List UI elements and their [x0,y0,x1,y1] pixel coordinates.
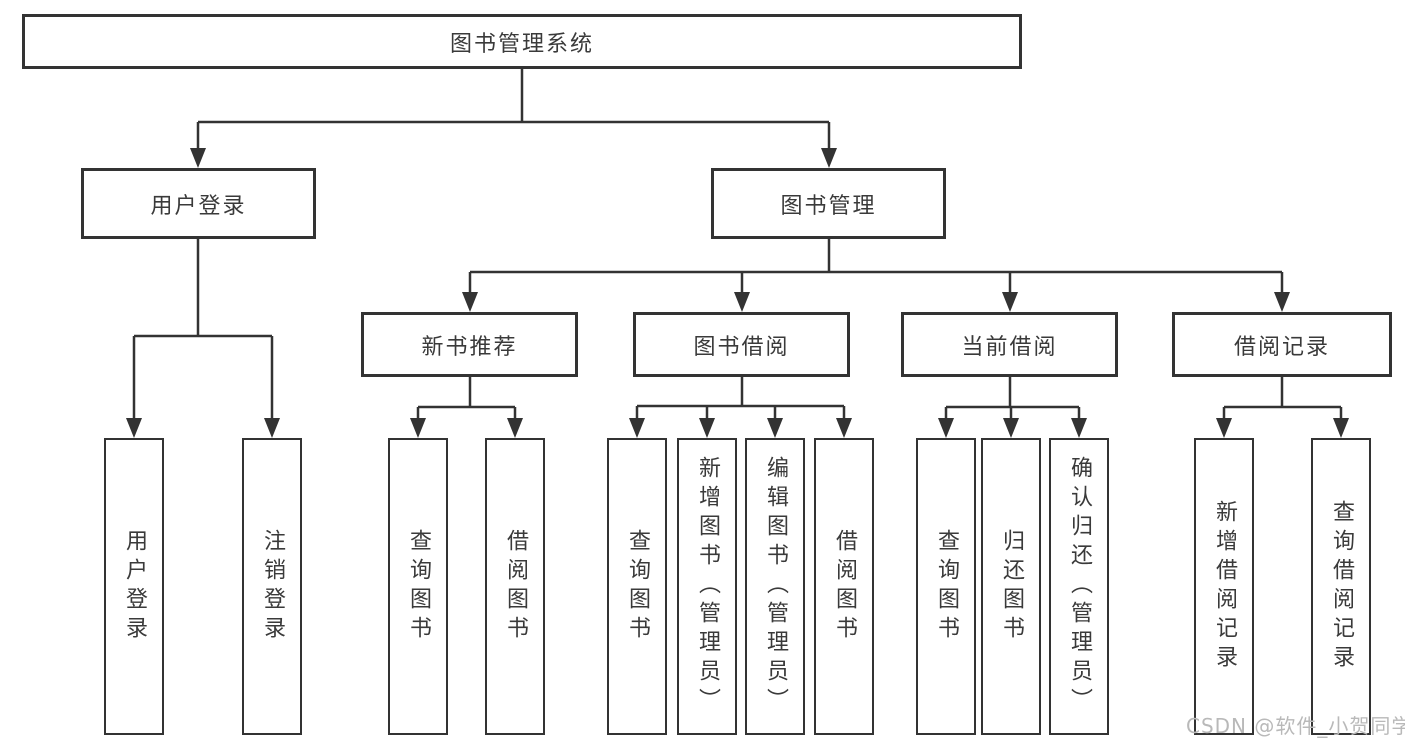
connector-book-borrow-to-leaves [635,377,846,420]
connector-user-login-to-leaves [132,239,274,420]
csdn-watermark: CSDN @软件_小贺同学 [1186,714,1405,738]
connector-current-borrow-to-leaves [944,377,1081,420]
connector-root-to-level2 [196,68,831,150]
node-library-management-system: 图书管理系统 [22,14,1022,69]
arrowhead [1002,292,1018,312]
node-book-borrow: 图书借阅 [633,312,850,377]
node-current-borrow: 当前借阅 [901,312,1118,377]
leaf-label: 查询图书 [406,528,431,645]
node-label: 用户登录 [150,193,247,219]
arrowhead [410,418,426,438]
leaf-label: 用户登录 [122,528,147,645]
arrowhead [734,292,750,312]
node-book-management: 图书管理 [711,168,946,239]
arrowhead [938,418,954,438]
node-label: 图书借阅 [693,334,790,360]
leaf-label: 查询图书 [625,528,650,645]
leaf-query-books-current: 查询图书 [916,438,976,735]
arrowhead [507,418,523,438]
node-borrow-records: 借阅记录 [1172,312,1392,377]
leaf-add-books-admin: 新增图书（管理员） [677,438,737,735]
leaf-label: 新增借阅记录 [1212,499,1237,674]
leaf-label: 新增图书（管理员） [695,456,720,717]
node-label: 图书管理系统 [449,31,594,57]
leaf-label: 借阅图书 [832,528,857,645]
arrowhead [462,292,478,312]
node-label: 当前借阅 [961,334,1058,360]
node-new-book-recommend: 新书推荐 [361,312,578,377]
arrowhead [821,148,837,168]
leaf-label: 编辑图书（管理员） [763,456,788,717]
node-label: 新书推荐 [421,334,518,360]
leaf-label: 归还图书 [999,528,1024,645]
arrowhead [699,418,715,438]
leaf-query-borrow-record: 查询借阅记录 [1311,438,1371,735]
leaf-query-books-recommend: 查询图书 [388,438,448,735]
arrowhead [126,418,142,438]
arrowhead [190,148,206,168]
node-label: 借阅记录 [1233,334,1330,360]
leaf-return-books: 归还图书 [981,438,1041,735]
arrowhead [1216,418,1232,438]
arrowhead [836,418,852,438]
arrowhead [767,418,783,438]
leaf-borrow-books-recommend: 借阅图书 [485,438,545,735]
arrowhead [1071,418,1087,438]
arrowhead [1333,418,1349,438]
arrowhead [1274,292,1290,312]
leaf-edit-books-admin: 编辑图书（管理员） [745,438,805,735]
leaf-confirm-return-admin: 确认归还（管理员） [1049,438,1109,735]
leaf-label: 确认归还（管理员） [1067,456,1092,717]
leaf-add-borrow-record: 新增借阅记录 [1194,438,1254,735]
leaf-query-books-borrow: 查询图书 [607,438,667,735]
arrowhead [629,418,645,438]
leaf-user-login: 用户登录 [104,438,164,735]
connector-book-management-to-level3 [468,239,1284,294]
leaf-label: 注销登录 [260,528,285,645]
arrowhead [264,418,280,438]
arrowhead [1003,418,1019,438]
connector-borrow-records-to-leaves [1222,377,1343,420]
leaf-label: 查询借阅记录 [1329,499,1354,674]
node-label: 图书管理 [780,193,877,219]
connector-new-book-to-leaves [416,377,517,420]
leaf-label: 借阅图书 [503,528,528,645]
leaf-borrow-books: 借阅图书 [814,438,874,735]
node-user-login: 用户登录 [81,168,316,239]
leaf-label: 查询图书 [934,528,959,645]
leaf-logout: 注销登录 [242,438,302,735]
